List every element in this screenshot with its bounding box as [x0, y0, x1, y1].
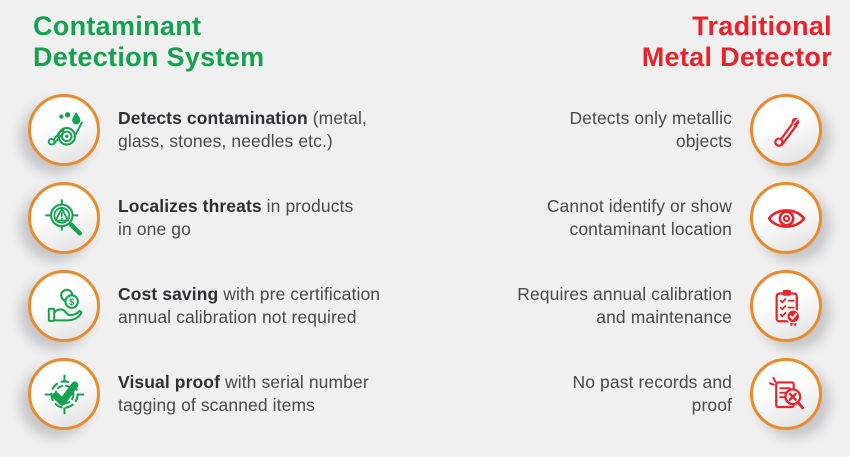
safety-pin-icon	[773, 117, 799, 147]
limitation-icon-badge	[750, 358, 822, 430]
feature-bold-text: Visual proof	[118, 371, 221, 392]
left-title-line1: Contaminant	[33, 11, 202, 41]
feature-regular-text: (metal,	[307, 107, 367, 128]
feature-regular-text: with serial number	[220, 371, 369, 392]
limitation-text: No past records and proof	[573, 371, 733, 418]
cds-feature-2: Localizes threats in products in one go	[28, 182, 450, 254]
left-title-line2: Detection System	[33, 42, 265, 72]
limitation-icon-badge	[750, 270, 823, 342]
cds-feature-3: $ Cost saving with pre certification ann…	[28, 270, 449, 342]
comparison-row: Detects contamination (metal, glass, sto…	[28, 94, 823, 166]
feature-icon-badge	[28, 358, 100, 430]
feature-text-line2: in one go	[118, 219, 191, 239]
feature-text-line2: tagging of scanned items	[118, 395, 315, 415]
cds-feature-4: Visual proof with serial number tagging …	[28, 358, 471, 430]
limitation-text-line2: objects	[675, 131, 733, 151]
feature-regular-text: in products	[261, 195, 354, 216]
limitation-text-line1: Detects only metallic	[569, 107, 733, 128]
feature-bold-text: Cost saving	[118, 283, 219, 304]
feature-text: Visual proof with serial number tagging …	[118, 371, 369, 418]
tmd-limitation-4: No past records and proof	[471, 358, 822, 430]
limitation-icon-badge	[750, 94, 823, 166]
limitation-text-line1: Cannot identify or show	[546, 195, 732, 216]
limitation-text-line2: and maintenance	[596, 307, 733, 327]
calibration-checklist-icon	[775, 289, 800, 326]
limitation-text-line1: Requires annual calibration	[517, 283, 733, 304]
right-title-line2: Metal Detector	[641, 42, 832, 72]
contamination-icon	[47, 111, 83, 146]
tmd-limitation-2: Cannot identify or show contaminant loca…	[450, 182, 822, 254]
tmd-limitation-3: Requires annual calibration and maintena…	[449, 270, 823, 342]
feature-text: Localizes threats in products in one go	[118, 195, 353, 242]
feature-icon-badge	[28, 182, 100, 254]
comparison-row: Localizes threats in products in one go …	[28, 182, 822, 254]
left-column-title: Contaminant Detection System	[33, 11, 264, 73]
feature-bold-text: Localizes threats	[118, 195, 262, 216]
cds-feature-1: Detects contamination (metal, glass, sto…	[28, 94, 468, 166]
limitation-text-line2: contaminant location	[569, 219, 732, 239]
feature-bold-text: Detects contamination	[118, 107, 308, 128]
feature-text-line2: annual calibration not required	[118, 307, 357, 327]
limitation-text-line2: proof	[691, 395, 732, 415]
feature-text: Detects contamination (metal, glass, sto…	[118, 107, 367, 154]
limitation-icon-badge	[750, 182, 822, 254]
visual-proof-icon	[44, 374, 84, 414]
header: Contaminant Detection System Traditional…	[0, 0, 850, 73]
feature-regular-text: with pre certification	[218, 283, 381, 304]
limitation-text: Detects only metallic objects	[569, 107, 732, 154]
cost-saving-icon: $	[47, 288, 83, 322]
limitation-text-line1: No past records and	[572, 371, 732, 392]
feature-icon-badge: $	[28, 270, 100, 342]
localize-threat-icon	[44, 198, 82, 236]
tmd-limitation-1: Detects only metallic objects	[468, 94, 823, 166]
feature-text: Cost saving with pre certification annua…	[118, 283, 380, 330]
limitation-text: Cannot identify or show contaminant loca…	[547, 195, 732, 242]
comparison-row: Visual proof with serial number tagging …	[28, 358, 822, 430]
no-records-icon	[768, 376, 804, 409]
right-column-title: Traditional Metal Detector	[642, 11, 832, 73]
feature-text-line2: glass, stones, needles etc.)	[118, 131, 333, 151]
svg-text:$: $	[69, 296, 74, 306]
limitation-text: Requires annual calibration and maintena…	[517, 283, 732, 330]
eye-icon	[767, 208, 805, 228]
comparison-row: $ Cost saving with pre certification ann…	[28, 270, 823, 342]
comparison-rows: Detects contamination (metal, glass, sto…	[0, 94, 850, 430]
right-title-line1: Traditional	[692, 11, 832, 41]
feature-icon-badge	[28, 94, 100, 166]
